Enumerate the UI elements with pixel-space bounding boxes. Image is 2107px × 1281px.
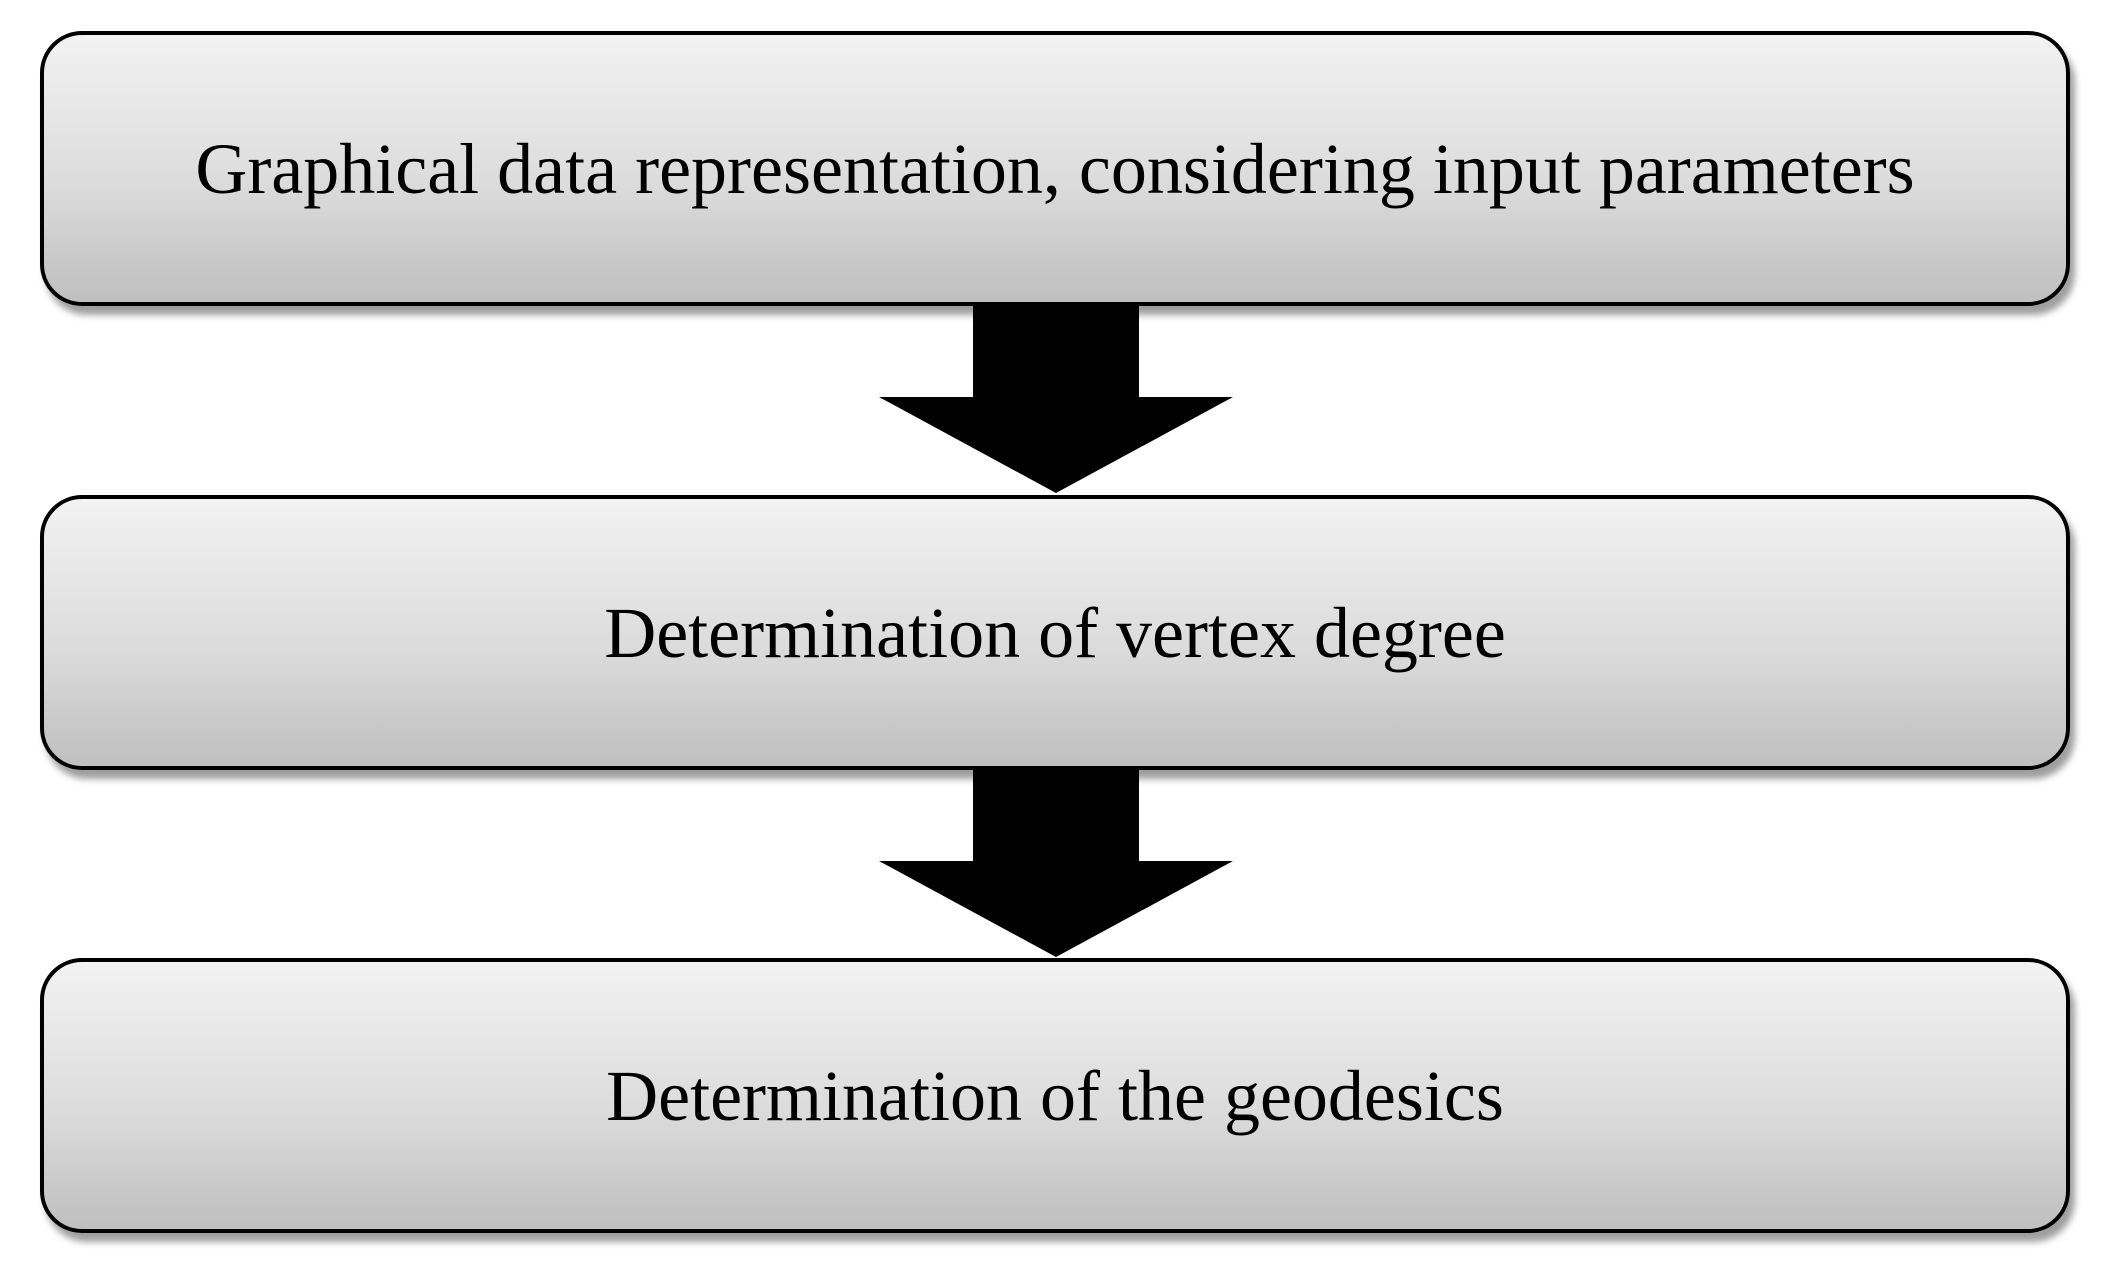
- step-label: Determination of the geodesics: [606, 1055, 1504, 1136]
- step-box-graphical-representation: Graphical data representation, consideri…: [40, 31, 2070, 306]
- step-box-geodesics: Determination of the geodesics: [40, 958, 2070, 1233]
- step-label: Graphical data representation, consideri…: [195, 128, 1915, 209]
- step-label: Determination of vertex degree: [604, 592, 1506, 673]
- step-box-vertex-degree: Determination of vertex degree: [40, 495, 2070, 770]
